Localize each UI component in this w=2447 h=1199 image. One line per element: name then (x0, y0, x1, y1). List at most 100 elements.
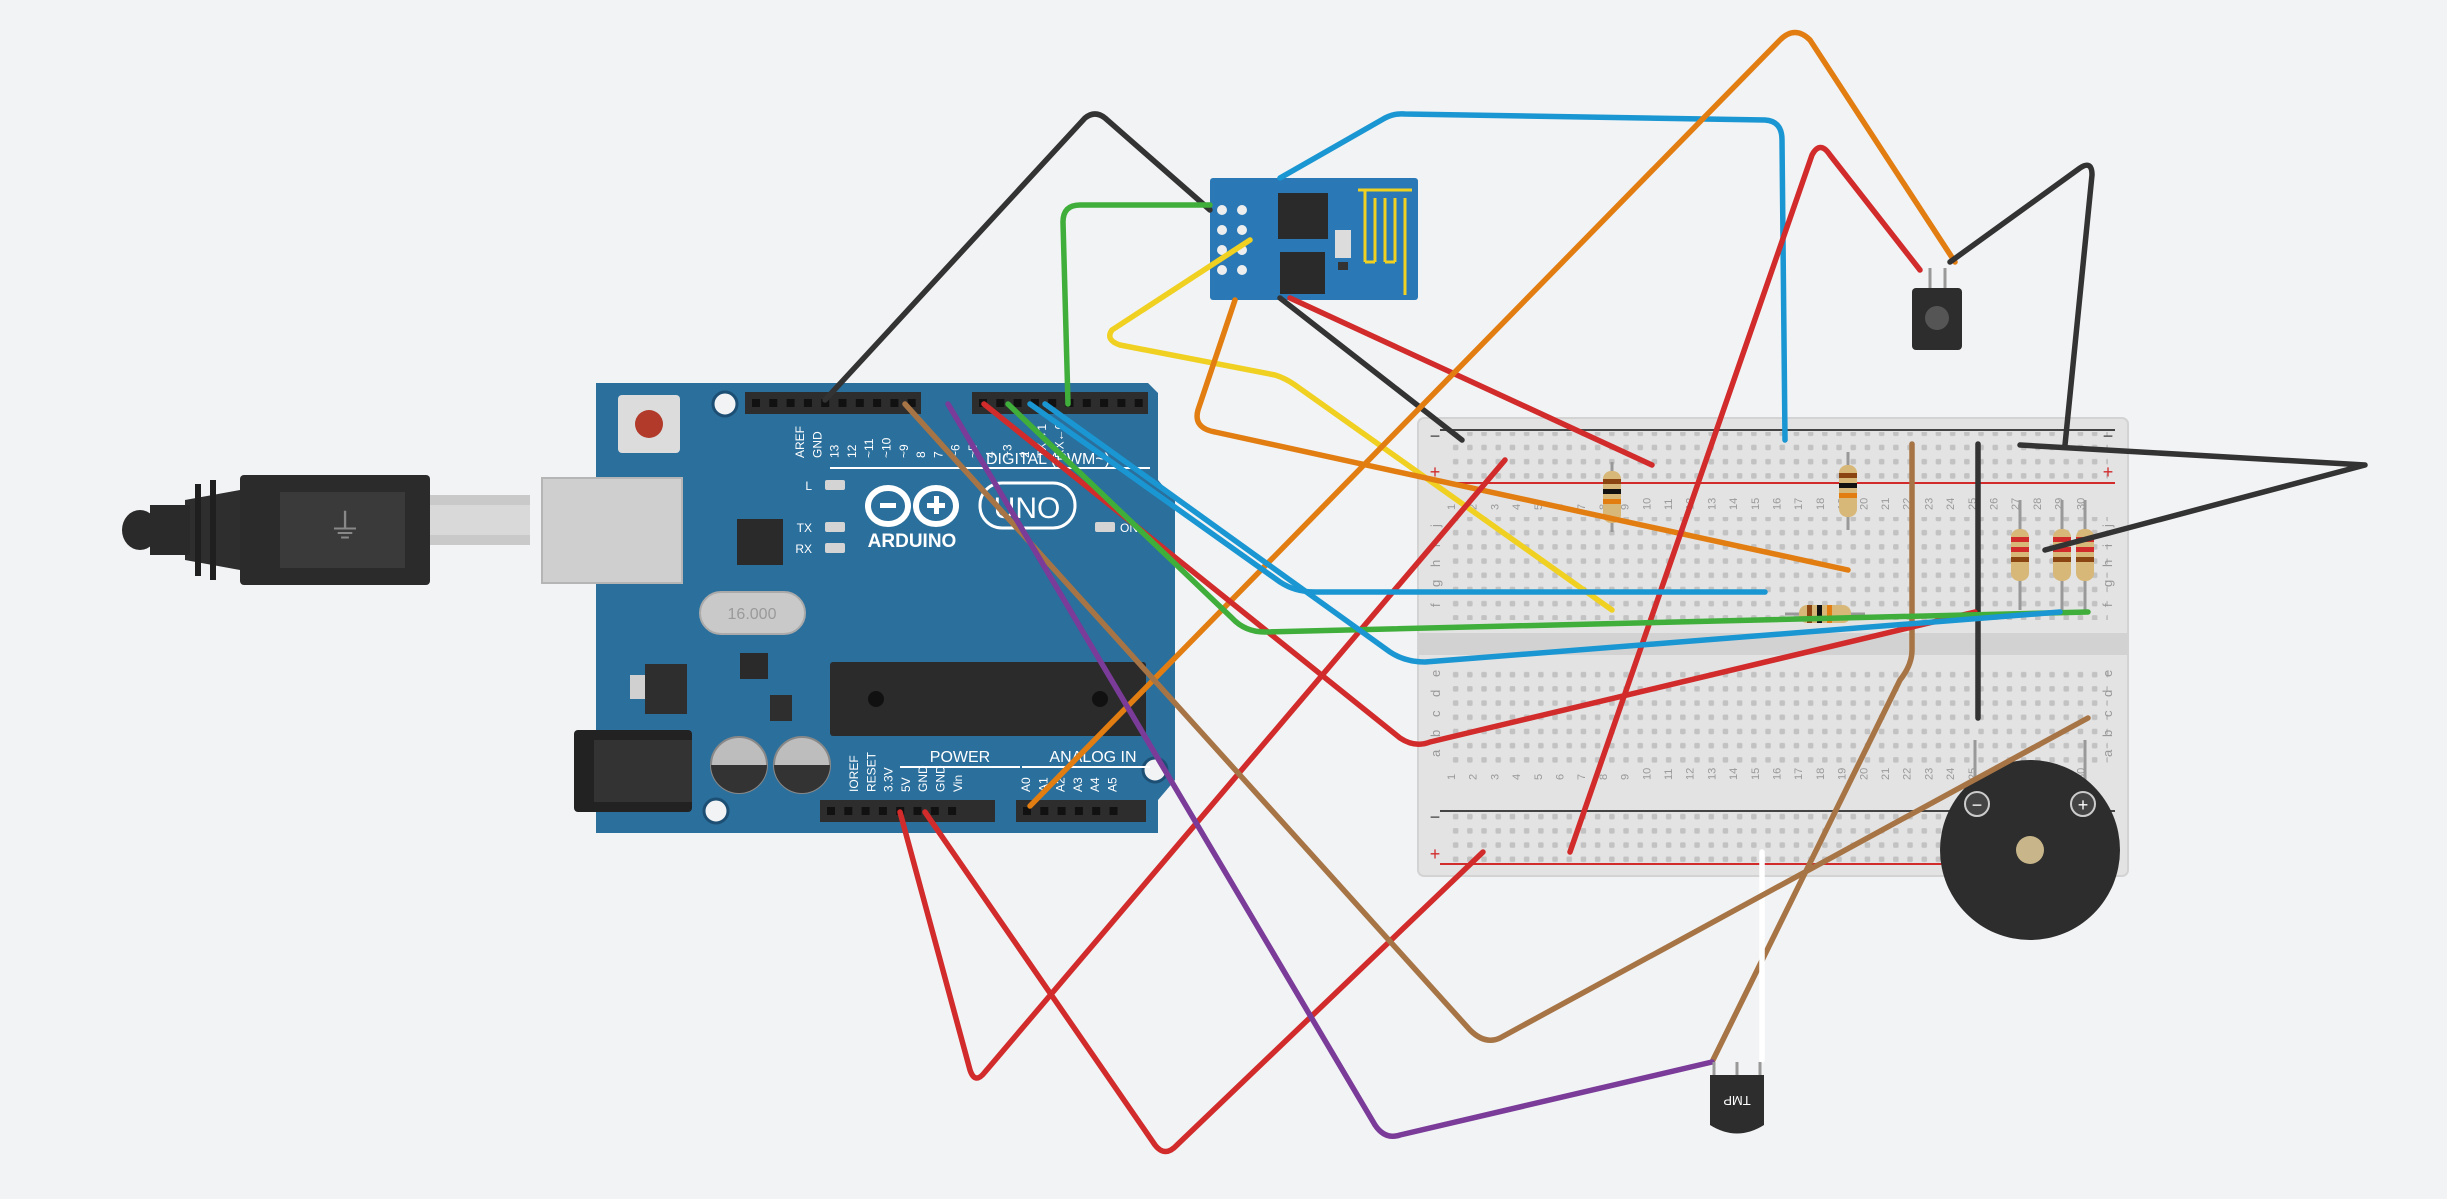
column-number: 21 (1880, 768, 1892, 780)
reset-button-cap[interactable] (635, 410, 663, 438)
resistor[interactable] (2011, 500, 2029, 610)
wire-purple (945, 401, 1715, 1139)
wire-green-digital (1005, 401, 2091, 635)
column-number: 23 (1923, 768, 1935, 780)
power-header[interactable] (820, 800, 995, 822)
header-pin-holes (752, 399, 1143, 815)
column-number: 2 (1468, 774, 1480, 780)
tmp36-temperature-sensor[interactable]: TMP (1710, 1062, 1764, 1134)
regulator-chip (740, 653, 768, 679)
row-letter: d (2100, 690, 2115, 697)
row-letter: c (1428, 710, 1443, 717)
rail-plus-label: + (1430, 462, 1441, 482)
column-number: 4 (1511, 774, 1523, 780)
voltage-regulator (645, 664, 687, 714)
pin-label: AREF (793, 426, 807, 458)
usb-cable[interactable]: ⏚ (122, 475, 530, 585)
led-tx (825, 522, 845, 532)
pin-label: RESET (864, 751, 878, 792)
esp8266-wifi-module[interactable] (1210, 178, 1418, 300)
wire-orange-long (1027, 29, 1958, 809)
crystal-oscillator (699, 591, 806, 635)
row-letter: g (1428, 580, 1443, 587)
power-label: POWER (930, 749, 990, 766)
column-number: 20 (1858, 768, 1870, 780)
led-on (1095, 522, 1115, 532)
pin-label: ~3 (1001, 444, 1015, 458)
column-number: 8 (1598, 774, 1610, 780)
piezo-buzzer[interactable]: − + (1940, 740, 2120, 940)
column-number: 28 (2032, 498, 2044, 510)
esp-chip (1278, 193, 1328, 239)
rail-plus-label-right: + (2103, 462, 2114, 482)
column-number: 13 (1706, 768, 1718, 780)
pin-label: 5V (899, 777, 913, 792)
digital-header-high[interactable] (745, 392, 921, 414)
pin-label: ~9 (897, 444, 911, 458)
pin-label: IOREF (847, 755, 861, 792)
wire-black-esp (1277, 295, 1465, 443)
top-terminal-holes[interactable] (1448, 517, 2108, 620)
resistor[interactable] (1839, 452, 1857, 530)
wire-green (1060, 202, 1213, 407)
wire-brown-vertical (1710, 441, 1915, 1063)
breadboard[interactable]: − + − + − + 1122334455667788991010111112… (1417, 417, 2129, 877)
column-number: 11 (1663, 499, 1675, 510)
wire-red-digital (981, 401, 1978, 747)
bottom-terminal-holes[interactable] (1448, 667, 2108, 770)
wires[interactable] (822, 29, 2368, 1155)
pin-label: 2 (1018, 451, 1032, 458)
arduino-uno-board[interactable]: 16.000 L TX RX ON ARDUINO (541, 383, 1175, 833)
column-number: 18 (1815, 768, 1827, 780)
wire-orange-esp (1194, 297, 1851, 573)
pin-label: GND (810, 431, 824, 458)
row-letter: a (1428, 749, 1443, 757)
row-letter: a (2100, 749, 2115, 757)
column-number: 3 (1489, 774, 1501, 780)
row-letter: e (1428, 670, 1443, 677)
pin-label: A0 (1019, 777, 1033, 792)
rail-minus-label-bottom: − (1430, 807, 1441, 827)
column-number: 21 (1880, 498, 1892, 510)
wire-red-long (1567, 144, 1923, 855)
rail-plus-label-bottom: + (1430, 844, 1441, 864)
column-number: 1 (1446, 504, 1458, 510)
led-l (825, 480, 845, 490)
rail-minus-label-right: − (2103, 426, 2114, 446)
row-letter: b (1428, 730, 1443, 737)
wire-yellow (1107, 237, 1615, 613)
column-number: 26 (1989, 498, 2001, 510)
column-number: 15 (1750, 498, 1762, 510)
buzzer-minus-label: − (1972, 795, 1983, 815)
arduino-brand: ARDUINO (868, 531, 957, 552)
top-power-rail-holes[interactable] (1448, 432, 2108, 482)
analog-in-label: ANALOG IN (1049, 749, 1136, 766)
column-number: 23 (1923, 498, 1935, 510)
column-number: 16 (1772, 498, 1784, 510)
column-number: 29 (2054, 498, 2066, 510)
digital-header-label: DIGITAL (PWM~) (986, 451, 1110, 468)
column-number: 10 (1641, 768, 1653, 780)
pin-label: A4 (1088, 777, 1102, 792)
pin-label: 7 (931, 451, 945, 458)
pin-label: A5 (1106, 777, 1120, 792)
pin-label: 4 (983, 451, 997, 458)
wire-blue-digital-2 (1042, 401, 2063, 665)
usb-icon: ⏚ (328, 507, 362, 547)
column-number: 9 (1620, 504, 1632, 510)
column-number: 18 (1815, 498, 1827, 510)
led-rx (825, 543, 845, 553)
flash-chip (1280, 252, 1325, 294)
column-number: 14 (1728, 768, 1740, 780)
column-number: 20 (1858, 498, 1870, 510)
wire-blue-digital (1027, 401, 1768, 595)
usb-b-jack (541, 477, 683, 584)
usb-controller-chip (737, 519, 783, 565)
column-number: 2 (1468, 504, 1480, 510)
row-letter: e (2100, 670, 2115, 677)
column-number: 7 (1576, 774, 1588, 780)
column-number: 19 (1837, 768, 1849, 780)
push-button[interactable] (1912, 268, 1962, 350)
